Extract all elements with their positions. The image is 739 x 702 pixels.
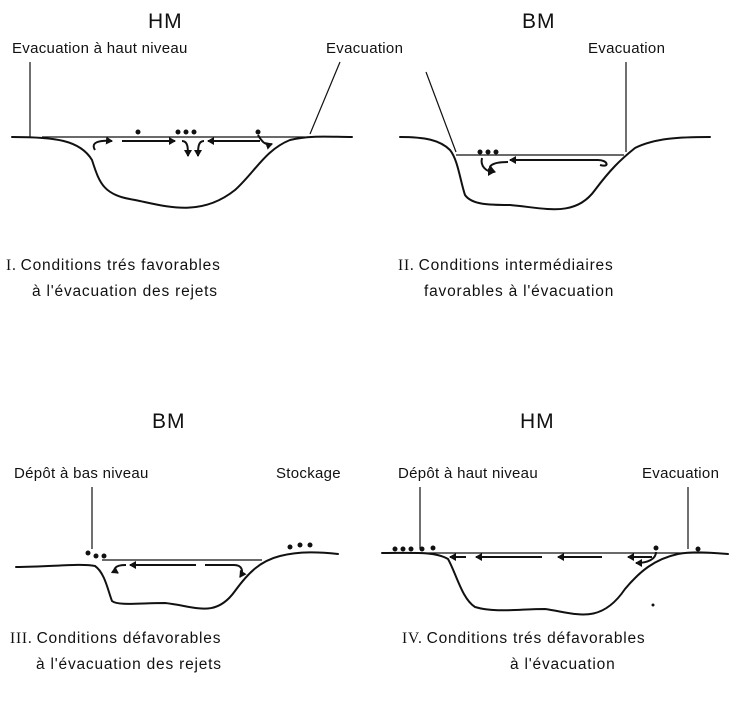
channel-bed	[381, 551, 729, 616]
flow-arrow	[110, 564, 127, 574]
reject-dot	[101, 553, 107, 559]
reject-dot	[695, 546, 701, 552]
reject-dot	[287, 544, 293, 550]
caption-line2: à l'évacuation des rejets	[36, 656, 222, 673]
reject-dot	[477, 149, 483, 155]
flow-arrow	[92, 136, 113, 151]
label-right: Evacuation	[326, 40, 404, 57]
caption-numeral: I.	[6, 257, 17, 274]
channel-cross-section-3	[15, 487, 339, 610]
channel-cross-section-4	[381, 487, 729, 616]
reject-dot	[408, 546, 414, 552]
reject-dot	[392, 546, 398, 552]
reject-dot	[135, 129, 141, 135]
channel-cross-section-1	[11, 61, 353, 209]
reject-dot	[430, 545, 436, 551]
caption-line2: à l'évacuation	[510, 656, 616, 673]
label-left: Evacuation à haut niveau	[12, 40, 188, 57]
caption-line1: Conditions défavorables	[36, 630, 222, 647]
reject-dot	[191, 129, 197, 135]
tide-label: HM	[520, 410, 555, 433]
flow-arrow	[487, 161, 509, 174]
caption: II.Conditions intermédiaires favorables …	[398, 253, 614, 305]
reject-dot	[85, 550, 91, 556]
speck-dot	[651, 603, 655, 607]
channel-cross-section-2	[399, 62, 711, 211]
tide-label: HM	[148, 10, 183, 33]
caption-line1: Conditions trés favorables	[20, 257, 221, 274]
reject-dot	[485, 149, 491, 155]
caption-numeral: IV.	[402, 630, 423, 647]
reject-dot	[255, 129, 261, 135]
caption-line1: Conditions intermédiaires	[418, 257, 614, 274]
caption-numeral: II.	[398, 257, 415, 274]
flow-arrow	[194, 140, 205, 157]
flow-arrow	[181, 140, 192, 157]
reject-dot	[183, 129, 189, 135]
caption-line1: Conditions trés défavorables	[426, 630, 646, 647]
caption-numeral: III.	[10, 630, 33, 647]
channel-bed	[11, 135, 353, 209]
panel-condition-2: BM Evacuation II.Conditions intermédiair…	[370, 0, 739, 351]
panel-condition-1: HM Evacuation à haut niveau Evacuation I…	[0, 0, 403, 351]
flow-arrow	[480, 157, 495, 176]
flow-arrow	[205, 564, 247, 578]
channel-bed	[15, 551, 339, 610]
panel-condition-3: BM Dépôt à bas niveau Stockage III.Condi…	[0, 351, 370, 702]
label-right: Evacuation	[588, 40, 666, 57]
label-right: Stockage	[276, 465, 341, 482]
reject-dot	[297, 542, 303, 548]
flow-arrow	[509, 156, 608, 167]
flow-arrow	[635, 551, 657, 567]
label-left: Dépôt à haut niveau	[398, 465, 538, 482]
reject-dot	[93, 553, 99, 559]
reject-dot	[175, 129, 181, 135]
reject-dot	[419, 546, 425, 552]
reject-dot	[307, 542, 313, 548]
tide-label: BM	[152, 410, 186, 433]
caption-line2: favorables à l'évacuation	[424, 283, 615, 300]
leader-line-right	[309, 61, 341, 135]
caption-line2: à l'évacuation des rejets	[32, 283, 218, 300]
leader-line-left	[425, 71, 457, 153]
label-right: Evacuation	[642, 465, 720, 482]
flow-arrow	[257, 134, 273, 150]
label-left: Dépôt à bas niveau	[14, 465, 149, 482]
channel-bed	[399, 136, 711, 211]
caption: IV.Conditions trés défavorables à l'évac…	[402, 626, 646, 678]
panel-condition-4: HM Dépôt à haut niveau Evacuation IV.Con…	[370, 351, 739, 702]
tide-label: BM	[522, 10, 556, 33]
reject-dot	[400, 546, 406, 552]
reject-dot	[493, 149, 499, 155]
caption: III.Conditions défavorables à l'évacuati…	[10, 626, 222, 678]
reject-dot	[653, 545, 659, 551]
caption: I.Conditions trés favorables à l'évacuat…	[6, 253, 221, 305]
